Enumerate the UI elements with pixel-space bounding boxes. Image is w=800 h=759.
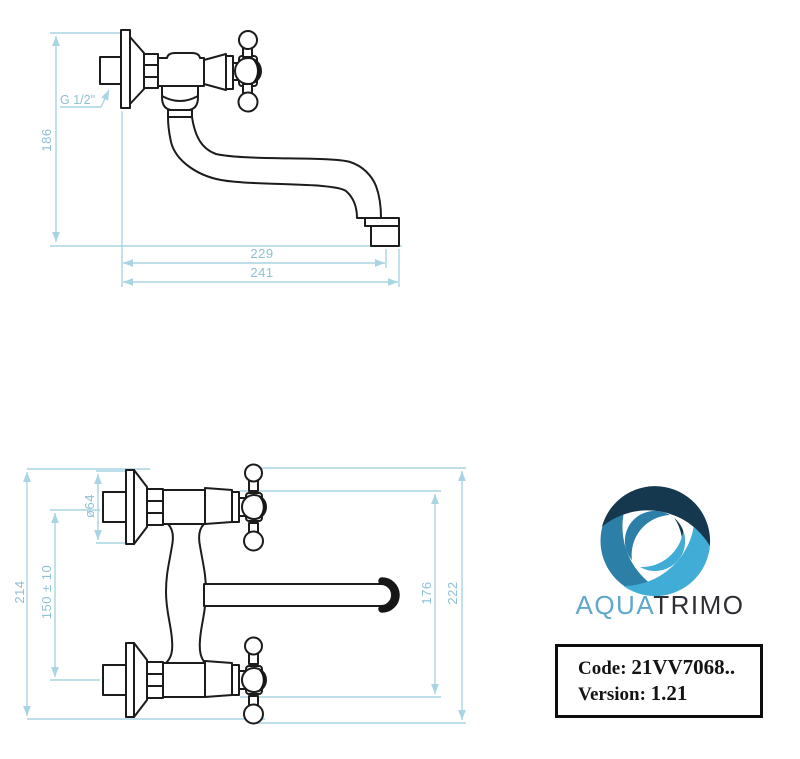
spout-top-view (203, 583, 393, 607)
dim-inlet-centers-label: 150 ± 10 (39, 565, 54, 620)
logo-swirl (600, 486, 711, 597)
flange-plate (120, 29, 131, 109)
front-view-dimensions: 214 150 ± 10 ø64 176 222 (12, 467, 466, 724)
dim-flange-diameter-label: ø64 (82, 494, 97, 518)
code-value: 21VV7068.. (631, 655, 736, 679)
aerator-cup (370, 225, 400, 247)
spout-collar (167, 109, 193, 118)
product-code-box: Code: 21VV7068.. Version: 1.21 (555, 644, 763, 718)
dim-spout-length-label: 176 (419, 581, 434, 604)
logo-swirl-outer-mid (600, 491, 670, 596)
front-view-faucet (102, 463, 400, 725)
side-view-faucet (99, 29, 400, 247)
dim-height-label: 186 (39, 128, 54, 151)
side-view-drawing: 186 229 241 G 1/2" (39, 29, 402, 287)
aerator-collar (364, 217, 400, 227)
handle-ball-top (238, 30, 258, 50)
hex-nut (143, 53, 159, 89)
product-code-line: Code: 21VV7068.. (578, 655, 760, 681)
brand-name-aqua: AQUA (575, 590, 654, 620)
thread-size-label: G 1/2" (60, 93, 95, 107)
handle-ball-bottom (237, 91, 259, 113)
handle-hub-shade (252, 59, 261, 83)
side-view-dimensions: 186 229 241 G 1/2" (39, 32, 402, 287)
valve-body (157, 52, 205, 87)
front-view-drawing: 214 150 ± 10 ø64 176 222 (12, 463, 466, 725)
center-column (165, 523, 207, 664)
spout-end-ring (378, 577, 400, 613)
logo-swirl-outer-dark (601, 486, 710, 546)
thread-leader-arrow (100, 89, 110, 108)
dim-reach-inner-label: 229 (250, 246, 273, 261)
brand-name-trimo: TRIMO (653, 590, 745, 620)
dim-total-height-label: 214 (12, 580, 27, 603)
dim-total-depth-label: 222 (445, 581, 460, 604)
logo-swirl-outer-light (623, 502, 711, 597)
handle-cone (203, 53, 227, 91)
logo-swirl-inner-mid (624, 510, 670, 561)
version-label: Version: (578, 684, 646, 705)
escutcheon-cone (129, 36, 145, 105)
wall-connector (99, 56, 122, 85)
logo-swirl-inner-light (640, 530, 686, 572)
version-value: 1.21 (650, 681, 688, 705)
brand-logo (600, 486, 711, 597)
brand-wordmark: AQUATRIMO (558, 592, 762, 618)
dim-reach-outer-label: 241 (250, 265, 273, 280)
code-label: Code: (578, 658, 627, 679)
product-version-line: Version: 1.21 (578, 681, 760, 707)
handle-disc (225, 55, 234, 90)
spout-tube (167, 116, 382, 219)
